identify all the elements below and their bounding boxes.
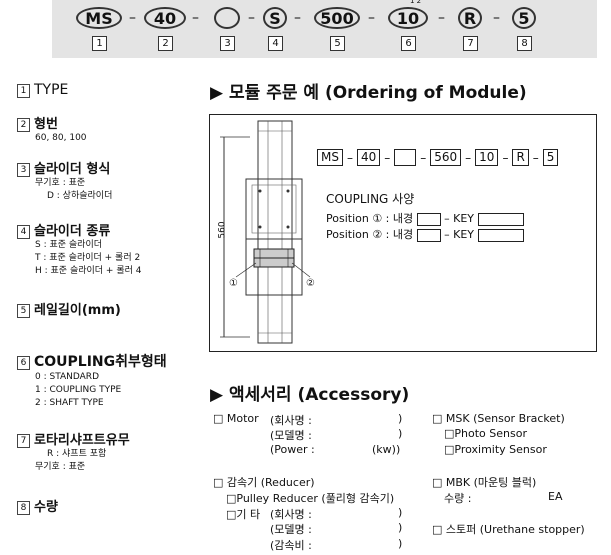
code-seg-1: MS: [76, 6, 122, 30]
callout-1: ①: [229, 278, 238, 289]
code-number-2: 2: [158, 36, 173, 51]
pulley-reducer-checkbox[interactable]: □Pulley Reducer (풀리형 감속기): [226, 492, 395, 505]
code-seg-7: R: [458, 6, 482, 30]
motor-checkbox[interactable]: □ Motor: [213, 412, 259, 425]
reducer-checkbox[interactable]: □ 감속기 (Reducer): [213, 476, 315, 489]
small-mark: 1 2: [410, 0, 422, 5]
ordering-example-frame: 560 ① ② MS–40––560–10–R–5 COUPLING 사양 Po…: [209, 114, 597, 352]
dash: –: [438, 10, 445, 26]
order-code-banner: 1 2 MS – 40 – – S – 500 – 10 – R – 5 1 2…: [52, 0, 597, 58]
accessory-heading: ▶ 액세서리 (Accessory): [210, 385, 410, 405]
code-seg-5: 500: [314, 6, 360, 30]
code-number-6: 6: [401, 36, 416, 51]
coupling-title: COUPLING 사양: [326, 192, 415, 206]
ordering-example-code: MS–40––560–10–R–5: [317, 147, 559, 166]
code-seg-6: 10: [388, 6, 428, 30]
proximity-sensor-checkbox[interactable]: □Proximity Sensor: [444, 443, 547, 456]
module-drawing: [220, 120, 311, 344]
code-number-1: 1: [92, 36, 107, 51]
callout-2: ②: [306, 278, 315, 289]
position-2-row: Position ② : 내경 – KEY: [326, 226, 524, 242]
code-number-8: 8: [517, 36, 532, 51]
position-1-row: Position ① : 내경 – KEY: [326, 210, 524, 226]
code-number-5: 5: [330, 36, 345, 51]
length-dimension: 560: [217, 221, 228, 239]
position-2-bore-field[interactable]: [416, 228, 441, 242]
position-1-bore-field[interactable]: [416, 212, 441, 226]
position-2-key-field[interactable]: [477, 228, 524, 242]
dash: –: [493, 10, 500, 26]
dash: –: [368, 10, 375, 26]
mbk-checkbox[interactable]: □ MBK (마운팅 블럭): [432, 476, 537, 489]
dash: –: [248, 10, 255, 26]
dash: –: [129, 10, 136, 26]
photo-sensor-checkbox[interactable]: □Photo Sensor: [444, 427, 527, 440]
code-number-3: 3: [220, 36, 235, 51]
code-seg-4: S: [263, 6, 287, 30]
other-reducer-checkbox[interactable]: □기 타: [226, 508, 261, 521]
code-seg-8: 5: [512, 6, 536, 30]
dash: –: [192, 10, 199, 26]
code-seg-2: 40: [144, 6, 186, 30]
msk-checkbox[interactable]: □ MSK (Sensor Bracket): [432, 412, 565, 425]
code-seg-3: [214, 6, 240, 30]
code-number-4: 4: [268, 36, 283, 51]
stopper-checkbox[interactable]: □ 스토퍼 (Urethane stopper): [432, 523, 585, 536]
ordering-heading: ▶ 모듈 주문 예 (Ordering of Module): [210, 83, 527, 103]
code-number-7: 7: [463, 36, 478, 51]
position-1-key-field[interactable]: [477, 212, 524, 226]
dash: –: [294, 10, 301, 26]
